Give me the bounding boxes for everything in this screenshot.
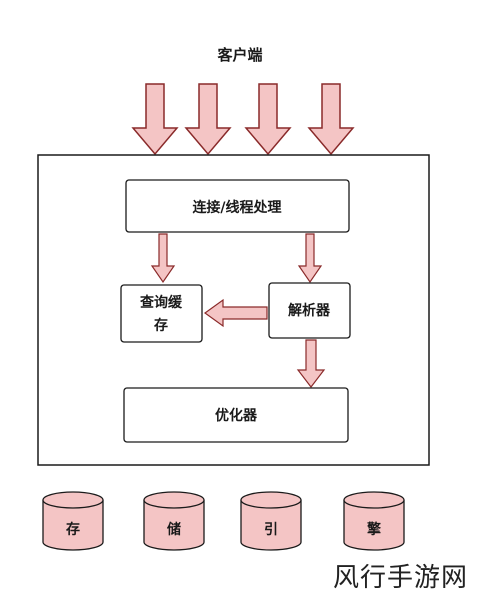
arrow-parser-to-cache [203, 298, 268, 328]
query-cache-label-line1: 查询缓 [140, 294, 183, 311]
client-label: 客户端 [216, 46, 262, 64]
client-arrow-4 [307, 83, 355, 156]
storage-label-1: 存 [66, 521, 80, 538]
client-arrow-2 [184, 83, 232, 156]
storage-cylinder-2: 储 [143, 491, 205, 551]
client-arrow-3 [244, 83, 292, 156]
storage-cylinder-1: 存 [42, 491, 104, 551]
query-cache-box [120, 284, 203, 343]
optimizer-label: 优化器 [215, 407, 258, 424]
optimizer-box [123, 387, 349, 443]
connection-label: 连接/线程处理 [192, 199, 281, 216]
storage-cylinder-3: 引 [240, 491, 302, 551]
client-arrow-1 [131, 83, 179, 156]
parser-box [268, 282, 351, 339]
connection-box [125, 179, 350, 233]
watermark: 风行手游网 [332, 563, 468, 593]
storage-label-3: 引 [264, 522, 278, 538]
storage-label-2: 储 [166, 521, 181, 538]
arrow-connection-to-cache [150, 233, 176, 284]
arrow-parser-to-optimizer [296, 339, 326, 388]
client-arrows [131, 83, 355, 156]
storage-cylinder-4: 擎 [343, 491, 405, 551]
parser-label: 解析器 [288, 302, 331, 319]
query-cache-label-line2: 存 [154, 317, 168, 334]
storage-label-4: 擎 [367, 521, 381, 538]
arrow-connection-to-parser [297, 233, 323, 284]
